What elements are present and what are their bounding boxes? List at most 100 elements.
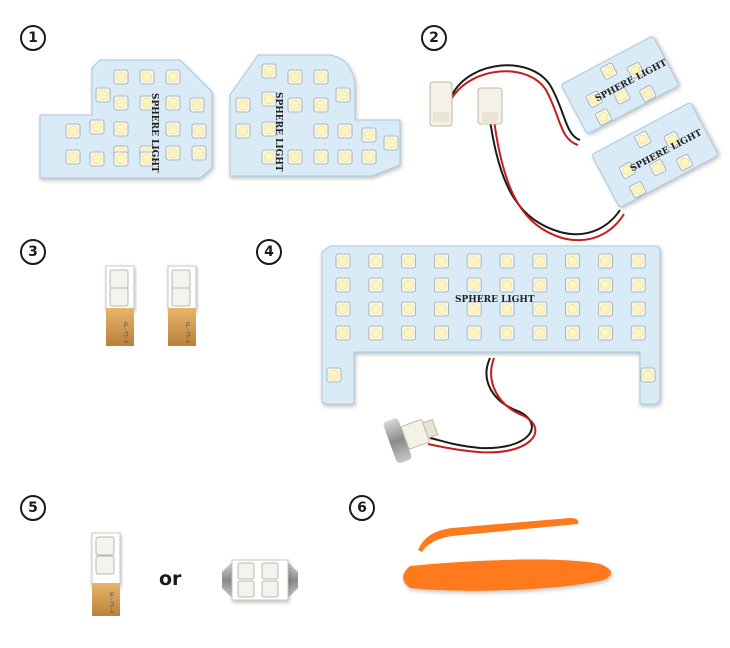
led-chip bbox=[532, 253, 548, 269]
led-chip bbox=[433, 253, 449, 269]
led-chip bbox=[649, 159, 667, 177]
led-chip bbox=[313, 149, 329, 165]
led-group-panel-4 bbox=[326, 253, 656, 383]
led-chip bbox=[565, 301, 580, 317]
wedge-bulb-option: GL-T5-4 bbox=[91, 532, 121, 616]
item-6-trim-tools bbox=[403, 518, 612, 591]
led-chip bbox=[613, 87, 631, 105]
wedge-socket-1 bbox=[429, 81, 453, 127]
led-chip bbox=[361, 127, 377, 143]
led-chip bbox=[139, 95, 155, 111]
led-chip bbox=[261, 121, 277, 137]
led-chip bbox=[368, 325, 384, 341]
led-chip bbox=[95, 87, 111, 103]
led-chip bbox=[639, 84, 657, 102]
led-chip bbox=[313, 97, 329, 113]
panel-4-brand-text: SPHERE LIGHT bbox=[455, 295, 535, 305]
item-number: 3 bbox=[28, 244, 38, 260]
led-chip bbox=[676, 154, 693, 172]
led-chip bbox=[565, 253, 580, 269]
led-chip bbox=[600, 62, 618, 80]
led-chip bbox=[261, 149, 277, 165]
led-chip bbox=[585, 90, 603, 108]
led-chip bbox=[165, 121, 181, 137]
wedge-socket-2 bbox=[477, 87, 503, 125]
led-chip bbox=[598, 325, 613, 341]
item-2-led-boards-with-harness: SPHERE LIGHT SPHERE LIGHT bbox=[429, 36, 718, 242]
led-chip bbox=[630, 277, 646, 293]
led-chip bbox=[361, 149, 377, 165]
led-chip bbox=[433, 325, 449, 341]
led-chip bbox=[401, 325, 417, 341]
led-chip bbox=[401, 253, 417, 269]
led-chip bbox=[383, 135, 399, 151]
led-chip bbox=[113, 69, 129, 85]
bulb-5-code: GL-T5-4 bbox=[108, 592, 114, 613]
led-chip bbox=[532, 325, 548, 341]
led-chip bbox=[499, 301, 515, 317]
led-chip bbox=[634, 130, 652, 148]
led-chip bbox=[368, 277, 384, 293]
led-chip bbox=[326, 367, 342, 383]
led-chip bbox=[466, 325, 482, 341]
led-chip bbox=[598, 277, 613, 293]
led-chip bbox=[499, 277, 515, 293]
or-label: or bbox=[159, 568, 182, 590]
item-5-bulb-options: GL-T5-4 bbox=[91, 532, 298, 616]
led-chip bbox=[368, 253, 384, 269]
led-chip bbox=[565, 277, 580, 293]
led-chip bbox=[287, 97, 303, 113]
festoon-bulb-option bbox=[222, 559, 298, 601]
led-chip bbox=[335, 325, 351, 341]
led-chip bbox=[287, 149, 303, 165]
led-chip bbox=[313, 123, 329, 139]
led-chip bbox=[337, 123, 353, 139]
led-chip bbox=[640, 367, 656, 383]
trim-tool-wide bbox=[403, 559, 612, 591]
led-chip bbox=[630, 253, 646, 269]
item-4-large-led-panel: SPHERE LIGHT bbox=[321, 245, 661, 464]
led-chip bbox=[113, 121, 129, 137]
led-panel-right bbox=[229, 54, 401, 177]
led-chip bbox=[89, 151, 105, 167]
led-chip bbox=[65, 149, 81, 165]
led-chip bbox=[401, 277, 417, 293]
led-chip bbox=[595, 108, 613, 126]
led-chip bbox=[401, 301, 417, 317]
trim-tool-thin bbox=[418, 518, 579, 552]
led-chip bbox=[65, 123, 81, 139]
wedge-bulb-1: GL-T5-4 bbox=[105, 265, 135, 346]
led-chip bbox=[335, 253, 351, 269]
panel-1b-brand-text: SPHERE LIGHT bbox=[273, 92, 283, 172]
led-chip bbox=[261, 63, 277, 79]
led-chip bbox=[191, 123, 207, 139]
item-number-badge-5: 5 bbox=[20, 495, 46, 521]
led-chip bbox=[466, 253, 482, 269]
item-number-badge-1: 1 bbox=[20, 25, 46, 51]
led-chip bbox=[235, 123, 251, 139]
led-chip bbox=[466, 301, 482, 317]
led-chip bbox=[313, 69, 329, 85]
led-chip bbox=[630, 301, 646, 317]
led-chip bbox=[139, 69, 155, 85]
led-chip bbox=[335, 277, 351, 293]
led-chip bbox=[337, 149, 353, 165]
led-board-small-1: SPHERE LIGHT bbox=[561, 36, 679, 134]
led-chip bbox=[433, 301, 449, 317]
led-chip bbox=[618, 161, 636, 179]
led-chip bbox=[287, 69, 303, 85]
board-body bbox=[592, 102, 718, 208]
led-chip bbox=[89, 119, 105, 135]
led-chip bbox=[165, 69, 181, 85]
led-chip bbox=[113, 151, 129, 167]
item-number: 2 bbox=[429, 30, 439, 46]
item-number: 5 bbox=[28, 500, 38, 516]
led-chip bbox=[165, 95, 181, 111]
led-chip bbox=[335, 301, 351, 317]
bulb-3a-code: GL-T5-4 bbox=[122, 322, 128, 343]
item-number-badge-6: 6 bbox=[349, 495, 375, 521]
item-1-led-panels: SPHERE LIGHT SPHERE LIGHT bbox=[39, 54, 401, 179]
board-body bbox=[561, 36, 679, 134]
item-number: 4 bbox=[264, 244, 274, 260]
